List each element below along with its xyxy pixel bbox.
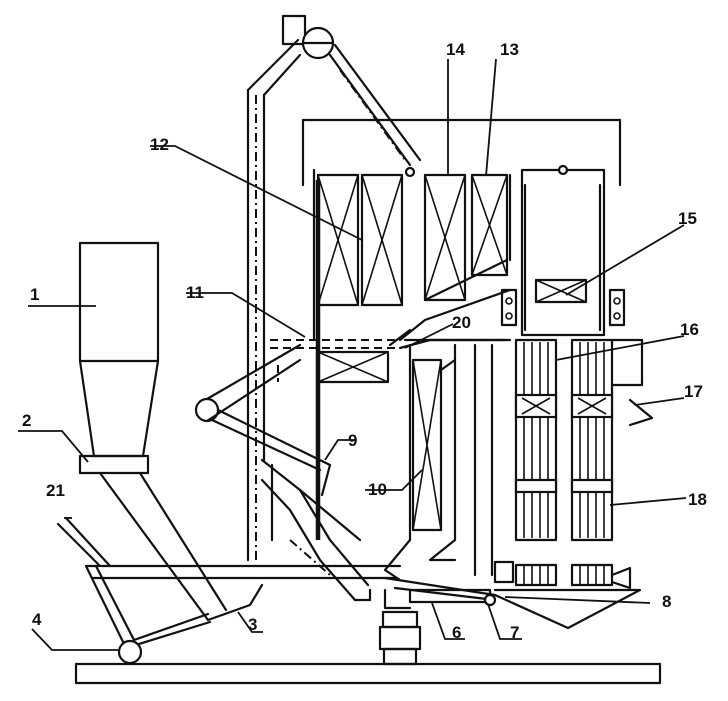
- label-12: 12: [150, 135, 169, 154]
- grate-assembly: [378, 576, 497, 666]
- label-6: 6: [452, 623, 461, 642]
- label-17: 17: [684, 382, 703, 401]
- feed-cart: [56, 516, 402, 665]
- label-18: 18: [688, 490, 707, 509]
- label-13: 13: [500, 40, 519, 59]
- label-3: 3: [248, 615, 257, 634]
- tube-bank-left: [514, 338, 558, 587]
- label-21: 21: [46, 481, 65, 500]
- label-8: 8: [662, 592, 671, 611]
- label-9: 9: [348, 431, 357, 450]
- bucket-elevator: [246, 14, 422, 562]
- inclined-feeder: [260, 458, 372, 602]
- label-20: 20: [452, 313, 471, 332]
- label-11: 11: [186, 283, 204, 302]
- labels: 1 2 21 3 4 6 7 8 9 10 11 12 14 13 15 20 …: [22, 40, 707, 642]
- label-7: 7: [510, 623, 519, 642]
- tube-bank-right: [570, 338, 654, 587]
- furnace-walls: [270, 118, 622, 542]
- convection-banks: [316, 173, 512, 307]
- label-4: 4: [32, 610, 42, 629]
- ground-base: [74, 662, 662, 685]
- feed-chute: [98, 471, 264, 622]
- label-10: 10: [368, 480, 387, 499]
- furnace-chamber: [383, 338, 507, 582]
- leader-lines: [18, 58, 687, 651]
- label-15: 15: [678, 209, 697, 228]
- coal-hopper: [78, 241, 160, 475]
- label-1: 1: [30, 285, 39, 304]
- right-duct: [500, 164, 626, 337]
- ash-hopper: [493, 560, 642, 630]
- return-loop: [194, 343, 332, 497]
- label-2: 2: [22, 411, 31, 430]
- label-14: 14: [446, 40, 465, 59]
- label-16: 16: [680, 320, 699, 339]
